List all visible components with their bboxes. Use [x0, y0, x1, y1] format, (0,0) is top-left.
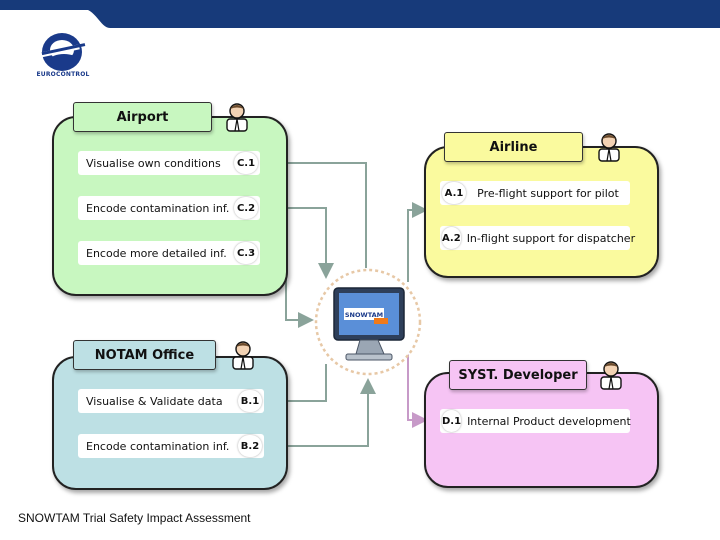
item-code: B.1 [238, 390, 262, 412]
monitor-screen-text: SNOWTAM [345, 311, 383, 319]
item-label: Encode contamination inf. [86, 439, 230, 453]
notam-panel [52, 356, 288, 490]
item-label: Visualise & Validate data [86, 394, 223, 408]
item-code: A.2 [442, 227, 461, 249]
airline-item-a2[interactable]: A.2 In-flight support for dispatcher [440, 226, 635, 250]
person-icon-airport [226, 103, 248, 132]
airline-panel [424, 146, 659, 278]
eurocontrol-logo [35, 33, 86, 71]
airport-title: Airport [73, 102, 212, 132]
header-band [0, 0, 720, 28]
item-label: Pre-flight support for pilot [477, 186, 619, 200]
item-label: Visualise own conditions [86, 156, 221, 170]
item-code: C.2 [234, 197, 258, 219]
item-code: B.2 [238, 435, 262, 457]
airport-item-c3[interactable]: Encode more detailed inf. C.3 [78, 241, 260, 265]
item-label: Internal Product development [467, 414, 631, 428]
footer-caption: SNOWTAM Trial Safety Impact Assessment [18, 511, 251, 525]
notam-title: NOTAM Office [73, 340, 216, 370]
snowtam-monitor-icon[interactable]: SNOWTAM [312, 268, 424, 376]
airport-item-c2[interactable]: Encode contamination inf. C.2 [78, 196, 260, 220]
item-code: C.1 [234, 152, 258, 174]
item-code: C.3 [234, 242, 258, 264]
airport-item-c1[interactable]: Visualise own conditions C.1 [78, 151, 260, 175]
item-label: Encode contamination inf. [86, 201, 230, 215]
item-label: In-flight support for dispatcher [466, 231, 636, 245]
syst-developer-title: SYST. Developer [449, 360, 587, 390]
notam-item-b2[interactable]: Encode contamination inf. B.2 [78, 434, 264, 458]
person-icon-syst [600, 361, 622, 390]
item-code: D.1 [442, 410, 462, 432]
item-label: Encode more detailed inf. [86, 246, 227, 260]
airline-title: Airline [444, 132, 583, 162]
airline-item-a1[interactable]: A.1 Pre-flight support for pilot [440, 181, 630, 205]
person-icon-notam [232, 341, 254, 370]
item-code: A.1 [442, 182, 466, 204]
syst-item-d1[interactable]: D.1 Internal Product development [440, 409, 631, 433]
notam-item-b1[interactable]: Visualise & Validate data B.1 [78, 389, 264, 413]
person-icon-airline [598, 133, 620, 162]
logo-text: EUROCONTROL [36, 71, 90, 78]
